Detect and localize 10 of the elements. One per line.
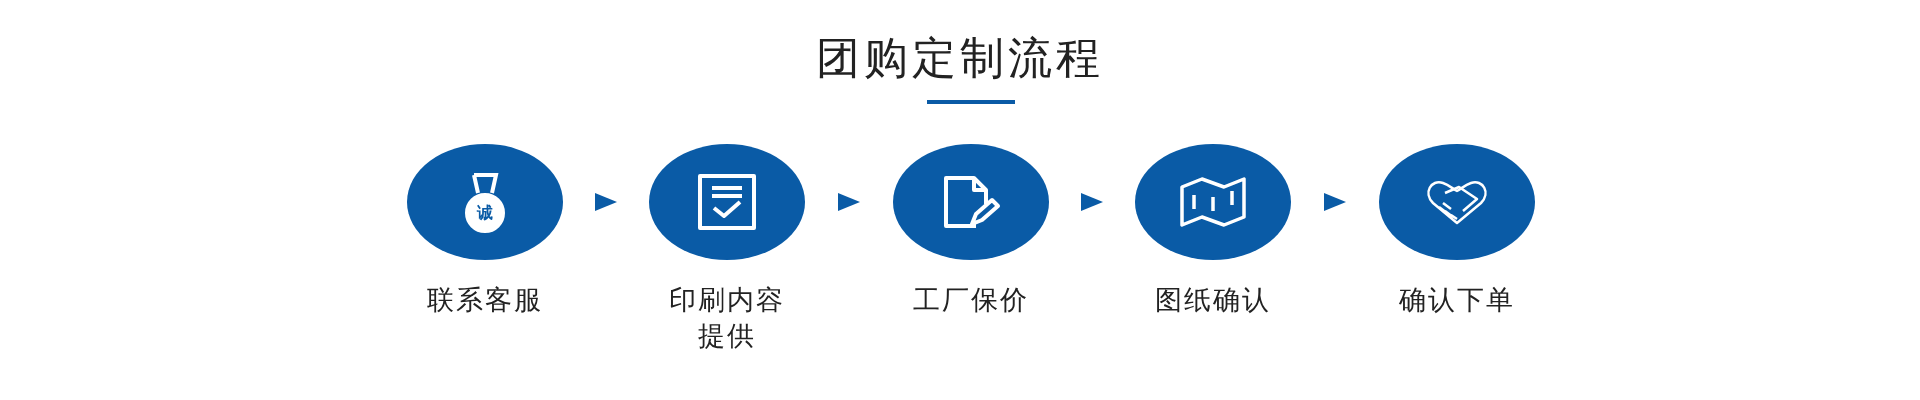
step-label: 联系客服 (426, 283, 544, 317)
step-label: 工厂保价 (912, 283, 1030, 317)
title: 团购定制流程 (816, 31, 1104, 85)
arrow (1324, 193, 1346, 211)
arrow (1081, 193, 1103, 211)
step-label: 印刷内容提供 (668, 283, 786, 353)
arrow (595, 193, 617, 211)
arrow (838, 193, 860, 211)
step-label: 图纸确认 (1154, 283, 1272, 317)
step-label: 确认下单 (1398, 283, 1516, 317)
